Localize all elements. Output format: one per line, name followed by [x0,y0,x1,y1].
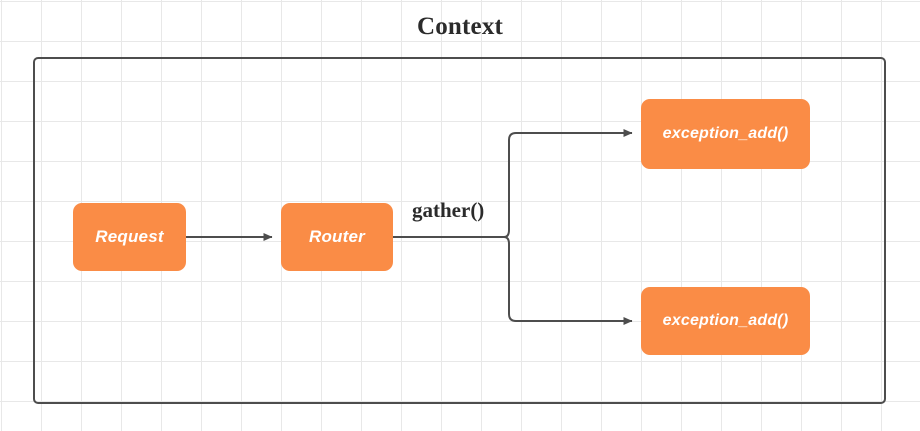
edge-label-gather: gather() [412,198,485,222]
page-title: Context [416,13,504,40]
node-exception-add-top[interactable]: exception_add() [641,99,810,169]
node-request[interactable]: Request [73,203,186,271]
node-router[interactable]: Router [281,203,393,271]
context-container [33,57,886,404]
node-exception-add-bottom[interactable]: exception_add() [641,287,810,355]
